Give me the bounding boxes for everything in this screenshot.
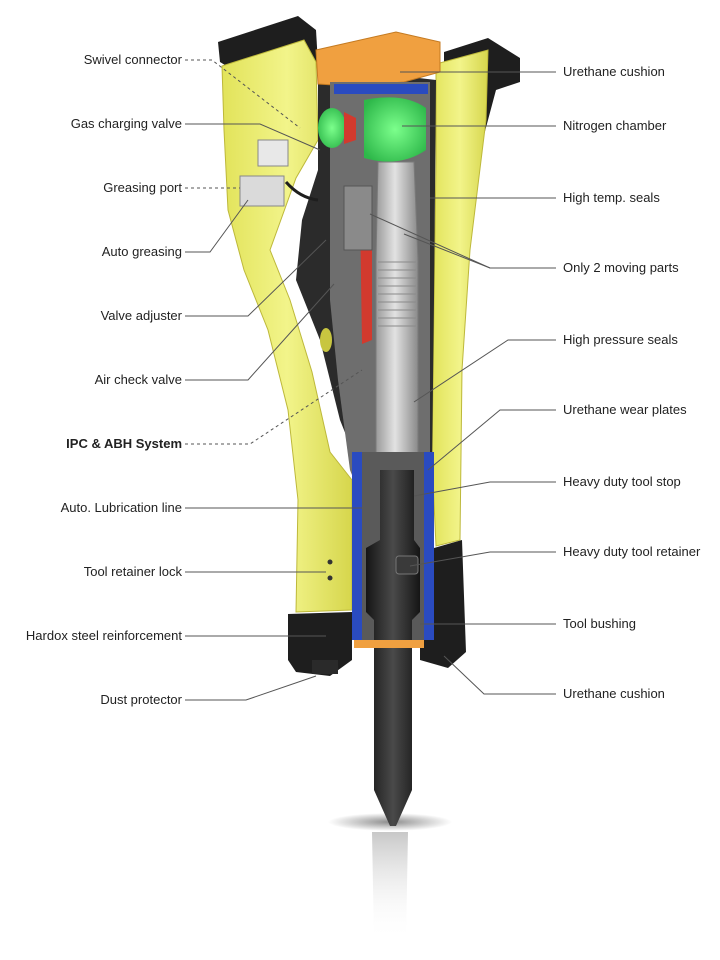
urethane-wear-plate-right [424,452,434,640]
leader-toolstop [413,481,556,497]
label-tool-bushing: Tool bushing [563,616,636,631]
leader-autogrease [185,199,249,253]
label-urethane-cushion-bottom: Urethane cushion [563,686,665,701]
leader-valveadj [185,239,327,317]
label-valve-adjuster: Valve adjuster [100,308,182,323]
leader-aircheck [185,283,335,381]
mounting-hole [320,328,332,352]
label-heavy-duty-tool-retainer: Heavy duty tool retainer [563,544,701,559]
label-urethane-wear-plates: Urethane wear plates [563,402,687,417]
housing-right [431,49,489,547]
piston-rings [378,261,416,327]
retainer-lock-bolt [327,575,333,581]
label-auto-lubrication-line: Auto. Lubrication line [60,500,182,515]
label-air-check-valve: Air check valve [94,372,182,387]
label-ipc-abh-system: IPC & ABH System [66,436,182,451]
leader-toolretainer [409,551,556,567]
label-urethane-cushion-top: Urethane cushion [563,64,665,79]
gas-charging-device [257,139,289,167]
leader-swivel [185,59,301,129]
label-only-2-moving-parts: Only 2 moving parts [563,260,679,275]
gas-valve-blob [318,108,346,148]
hardox-right [420,540,466,668]
leader-dust [185,675,317,701]
label-high-temp-seals: High temp. seals [563,190,660,205]
urethane-cushion-bottom [354,640,424,648]
tool-reflection [372,832,408,940]
grease-hose [284,181,319,202]
label-tool-retainer-lock: Tool retainer lock [83,564,182,579]
leader-moving-2 [369,213,491,269]
seal-blue-top [334,84,428,94]
dust-protector-block [312,660,338,674]
label-high-pressure-seals: High pressure seals [563,332,678,347]
leader-wearplates [427,409,556,471]
piston [375,161,419,471]
label-greasing-port: Greasing port [103,180,182,195]
retainer-lock-bolt [327,559,333,565]
label-hardox-steel-reinforcement: Hardox steel reinforcement [25,628,182,643]
leader-lines-left [185,59,363,701]
leader-gas [185,123,321,151]
label-swivel-connector: Swivel connector [83,52,182,67]
label-dust-protector: Dust protector [100,692,182,707]
urethane-wear-plate-left [352,452,362,640]
label-auto-greasing: Auto greasing [101,244,182,259]
label-gas-charging-valve: Gas charging valve [70,116,182,131]
nitrogen-chamber [364,97,426,162]
label-heavy-duty-tool-stop: Heavy duty tool stop [563,474,681,489]
urethane-cushion-top [315,31,441,87]
valve-block [343,185,373,251]
leader-lines-right [369,71,556,695]
leader-urethane-bottom [443,655,556,695]
leader-highpress [413,339,556,403]
red-valve-part [344,112,356,144]
label-nitrogen-chamber: Nitrogen chamber [563,118,667,133]
